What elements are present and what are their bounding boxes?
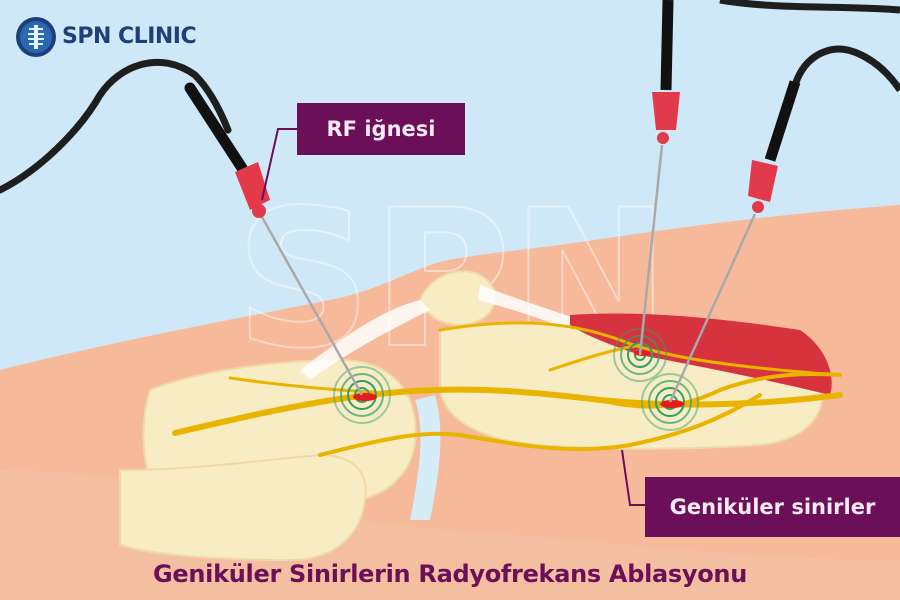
muscle xyxy=(570,313,832,395)
joint-space xyxy=(410,395,441,520)
genicular-nerves xyxy=(172,321,843,457)
nerves-leader-line xyxy=(621,449,645,506)
caption-title: Geniküler Sinirlerin Radyofrekans Ablasy… xyxy=(153,560,747,588)
logo-text: SPN CLINIC xyxy=(62,23,197,49)
genicular-nerves-label: Geniküler sinirler xyxy=(645,477,900,537)
quadriceps-tendon xyxy=(478,285,575,330)
spine-emblem-icon xyxy=(16,17,56,57)
rf-needle-3 xyxy=(668,0,900,403)
ablation-site-2 xyxy=(613,328,667,382)
tendon xyxy=(300,300,430,380)
logo: SPN CLINIC xyxy=(18,16,197,56)
rf-needle-2 xyxy=(638,0,680,356)
rf-needle-1 xyxy=(0,58,364,396)
rf-needle-label: RF iğnesi xyxy=(297,103,465,155)
ablation-site-3 xyxy=(641,373,699,431)
tibia-bone xyxy=(119,453,367,562)
logo-emblem-spacer xyxy=(18,16,58,56)
rf-needle-leader-line xyxy=(261,128,297,201)
ablation-site-1 xyxy=(333,366,391,424)
